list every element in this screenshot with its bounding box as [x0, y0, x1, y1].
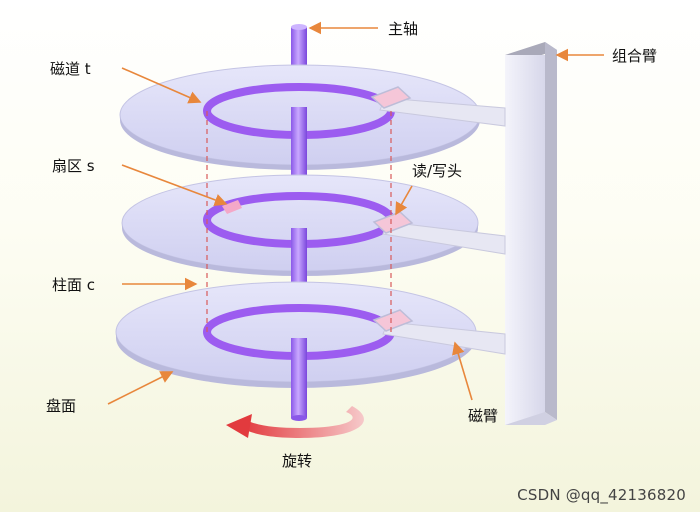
- head-middle: [372, 211, 414, 234]
- cylinder-guides: [206, 111, 392, 332]
- sector-highlight: [222, 200, 242, 214]
- label-rotation: 旋转: [282, 452, 313, 470]
- label-sector: 扇区 s: [52, 157, 95, 175]
- label-platter: 盘面: [46, 397, 77, 415]
- label-arm-assembly: 组合臂: [612, 47, 658, 65]
- arm-assembly-pillar: [505, 42, 557, 425]
- watermark: CSDN @qq_42136820: [517, 486, 686, 504]
- label-head: 读/写头: [412, 162, 463, 180]
- label-track: 磁道 t: [50, 60, 91, 78]
- label-cylinder: 柱面 c: [52, 276, 96, 294]
- label-arm: 磁臂: [468, 407, 499, 425]
- head-top: [370, 86, 412, 109]
- callout-arrows: [107, 21, 604, 405]
- label-spindle: 主轴: [388, 20, 419, 38]
- rotation-arrow-icon: [226, 406, 364, 438]
- spindle-bottom: [291, 338, 307, 418]
